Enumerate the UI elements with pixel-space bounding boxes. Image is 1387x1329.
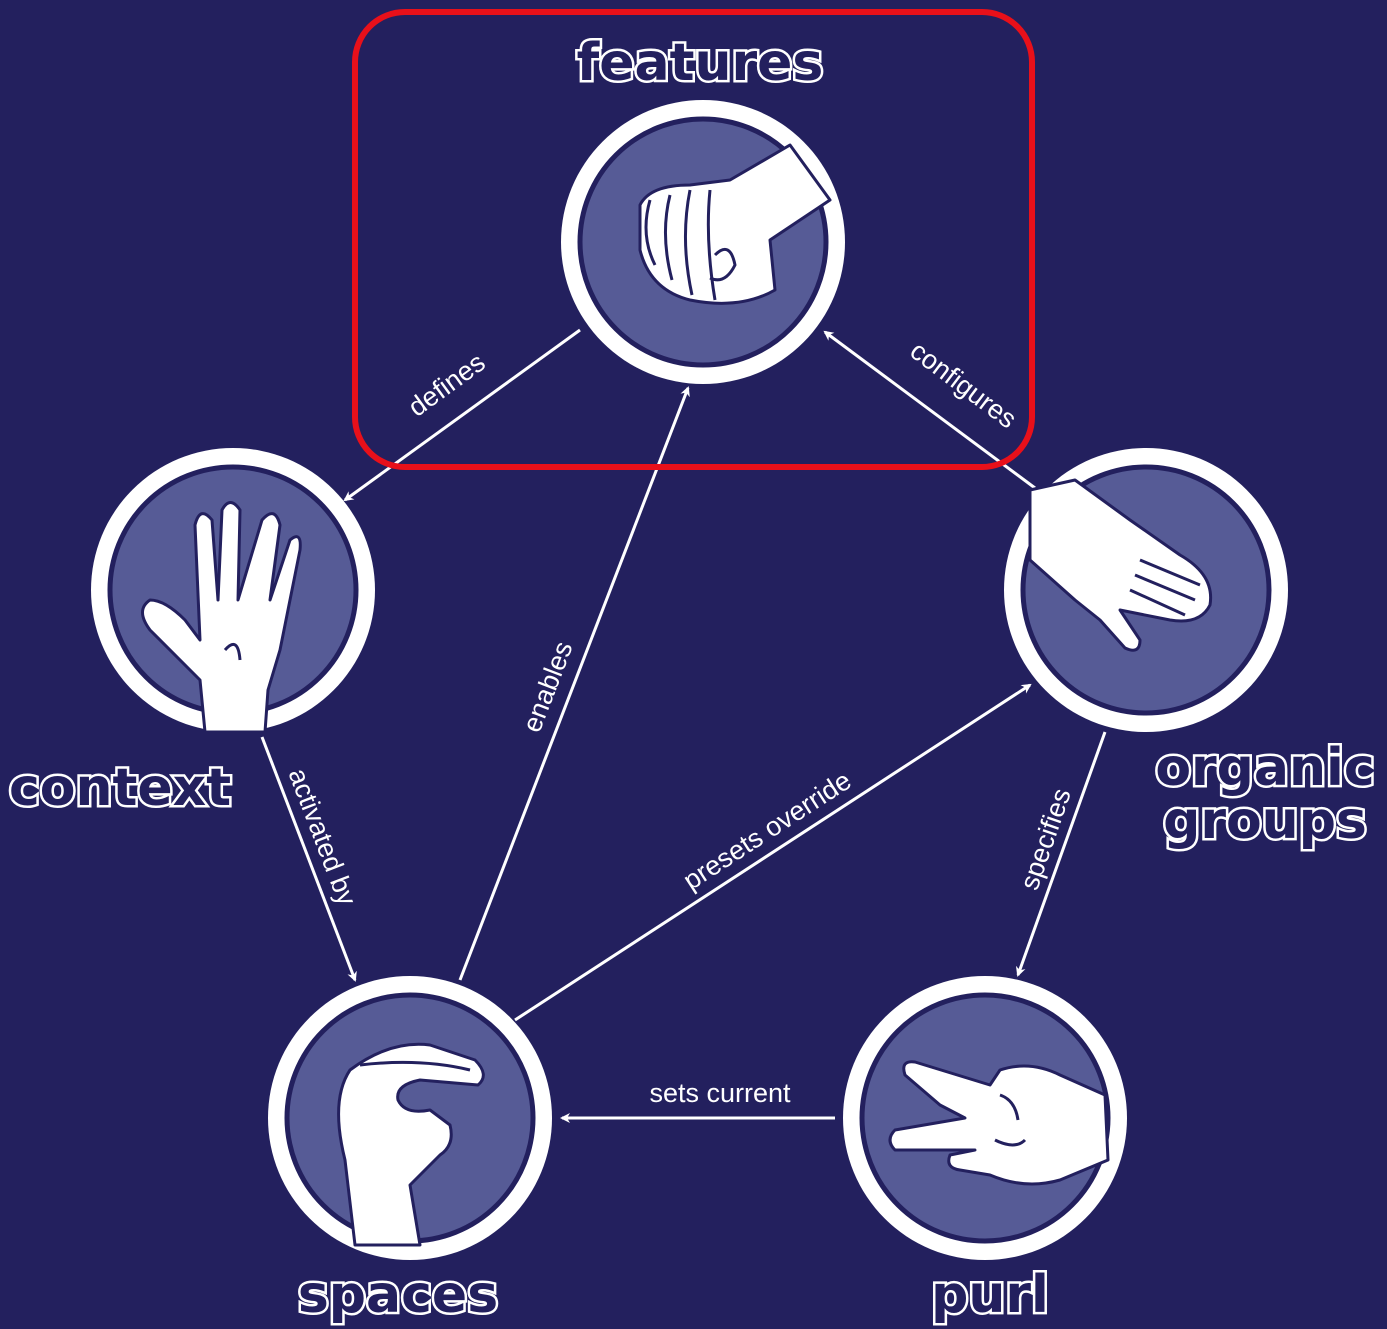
title-features: features (577, 33, 824, 93)
node-features: features (561, 31, 845, 384)
fist-hand-icon (638, 143, 832, 305)
arrow-specifies (1015, 731, 1107, 977)
title-spaces: spaces (298, 1265, 498, 1325)
arrow-presets-override (514, 683, 1032, 1022)
label-presets-override: presets override (678, 765, 857, 896)
label-enables: enables (517, 637, 579, 736)
label-sets-current: sets current (649, 1078, 791, 1108)
vulcan-salute-hand-icon (141, 501, 302, 734)
arrow-activated-by (260, 736, 357, 982)
title-purl: purl (931, 1265, 1049, 1325)
title-context: context (9, 758, 231, 818)
node-purl: purl (843, 976, 1127, 1328)
node-spaces: spaces (268, 976, 552, 1328)
highlight-box (352, 9, 1035, 470)
node-context: context (6, 448, 375, 821)
arrow-enables (458, 386, 690, 981)
pinch-hand-icon (337, 1042, 485, 1247)
label-activated-by: activated by (283, 764, 363, 910)
flat-paper-hand-icon (1028, 478, 1213, 652)
node-organic-groups: organic groups (1004, 448, 1377, 854)
arrow-defines (343, 328, 581, 502)
scissors-hand-icon (888, 1060, 1110, 1186)
title-organic: organic (1155, 738, 1374, 798)
title-groups: groups (1163, 791, 1367, 851)
label-defines: defines (403, 347, 491, 422)
label-configures: configures (905, 335, 1023, 434)
